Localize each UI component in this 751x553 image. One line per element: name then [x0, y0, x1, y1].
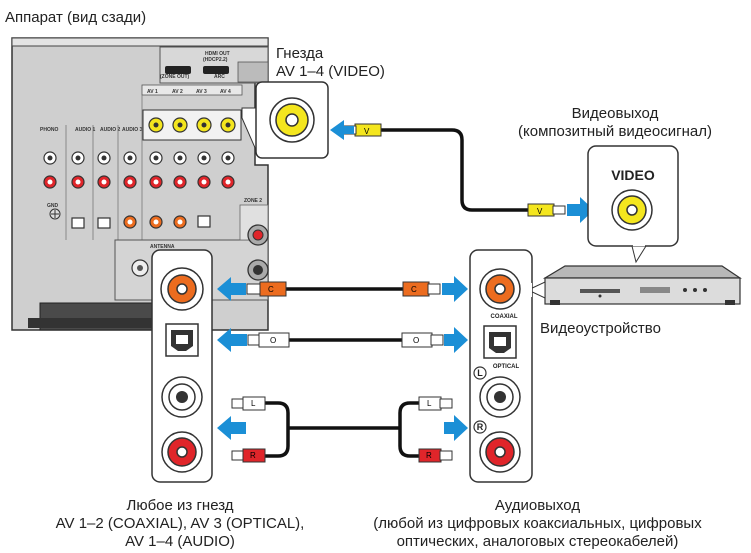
- input-note-line2: AV 1–2 (COAXIAL), AV 3 (OPTICAL),: [55, 515, 305, 532]
- input-note-line3: AV 1–4 (AUDIO): [125, 533, 235, 550]
- video-device-label: Видеоустройство: [540, 320, 661, 337]
- right-plug-label-2: R: [426, 451, 432, 460]
- optical-arrow-in: [217, 328, 247, 352]
- coax-plug-label-1: C: [268, 285, 274, 294]
- left-plug-label-1: L: [251, 399, 256, 408]
- coax-arrow-out: [442, 276, 468, 302]
- left-plug-label-2: L: [427, 399, 432, 408]
- video-device-callout: [587, 145, 679, 264]
- analog-arrow-in: [217, 416, 246, 440]
- zone2-text: ZONE 2: [244, 198, 262, 204]
- coaxial-label: COAXIAL: [491, 314, 518, 320]
- hdmi-arc-text: ARC: [214, 74, 225, 80]
- av2-text: AV 2: [172, 89, 183, 95]
- av4-text: AV 4: [220, 89, 231, 95]
- video-arrow-from-device: [567, 197, 594, 223]
- optical-arrow-out: [444, 327, 468, 353]
- optical-plug-label-1: O: [270, 336, 276, 345]
- coaxial-cable: C C: [246, 281, 441, 297]
- device-output-jack-panel: [469, 249, 546, 483]
- audio3-text: AUDIO 3: [122, 127, 143, 133]
- av1-text: AV 1: [147, 89, 158, 95]
- gnd-text: GND: [47, 203, 59, 209]
- video-cable: V V: [343, 123, 566, 217]
- hdmi-zone-text: (ZONE OUT): [160, 74, 189, 80]
- audio-out-line1: Аудиовыход: [494, 497, 581, 514]
- video-jack-callout: [241, 81, 329, 159]
- antenna-text: ANTENNA: [150, 244, 175, 250]
- hdmi-out-text: HDMI OUT: [205, 51, 230, 57]
- unit-title: Аппарат (вид сзади): [5, 9, 147, 26]
- coax-plug-label-2: C: [411, 285, 417, 294]
- av3-text: AV 3: [196, 89, 207, 95]
- video-plug-label-1: V: [364, 127, 370, 136]
- coax-arrow-in: [217, 277, 246, 301]
- video-device: [542, 265, 742, 305]
- panel-video-jacks: [148, 117, 236, 133]
- audio-out-line3: оптических, аналоговых стереокабелей): [396, 533, 679, 550]
- audio2-text: AUDIO 2: [100, 127, 121, 133]
- audio1-text: AUDIO 1: [75, 127, 96, 133]
- optical-plug-label-2: O: [413, 336, 419, 345]
- analog-stereo-cable: L R L R: [231, 396, 453, 463]
- hdmi-sub-text: (HDCP2.2): [203, 57, 228, 63]
- audio-out-line2: (любой из цифровых коаксиальных, цифровы…: [373, 515, 702, 532]
- video-jack-label: VIDEO: [611, 167, 655, 183]
- video-out-label-line2: (композитный видеосигнал): [518, 123, 712, 140]
- analog-arrow-out: [444, 415, 468, 441]
- video-arrow-to-receiver: [330, 120, 354, 140]
- video-out-label-line1: Видеовыход: [571, 105, 659, 122]
- right-channel-badge: R: [477, 422, 484, 432]
- phono-text: PHONO: [40, 127, 58, 133]
- optical-label: OPTICAL: [493, 364, 520, 370]
- jacks-label-line2: AV 1–4 (VIDEO): [276, 63, 385, 80]
- optical-cable: O O: [247, 332, 444, 348]
- video-plug-label-2: V: [537, 207, 543, 216]
- right-plug-label-1: R: [250, 451, 256, 460]
- input-note-line1: Любое из гнезд: [126, 497, 234, 514]
- left-channel-badge: L: [477, 368, 483, 378]
- jacks-label-line1: Гнезда: [276, 45, 324, 62]
- receiver-input-jack-panel: [151, 249, 213, 483]
